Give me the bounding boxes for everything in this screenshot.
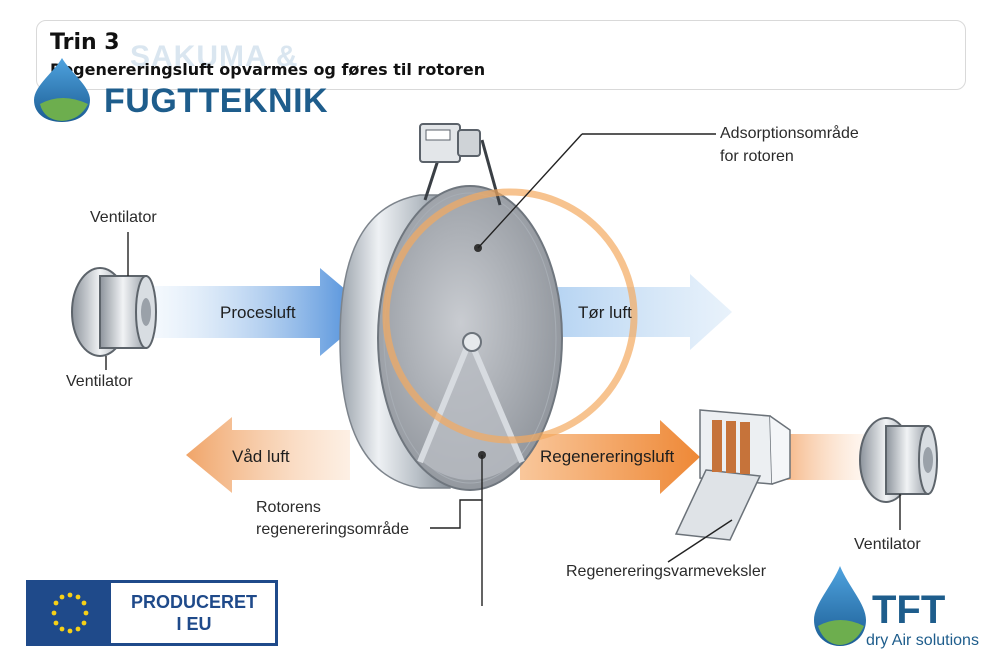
fugtteknik-logo-text: FUGTTEKNIK [104, 82, 329, 120]
eu-flag-icon [29, 583, 111, 643]
label-fan-left-bottom: Ventilator [66, 373, 133, 390]
tft-logo-tagline: dry Air solutions [866, 632, 979, 649]
tft-logo-name: TFT [872, 588, 946, 632]
label-regen-zone-2: regenereringsområde [256, 520, 409, 538]
step-header-box [36, 20, 966, 90]
step-title: Trin 3 [50, 30, 120, 55]
label-regen-zone-1: Rotorens [256, 499, 321, 516]
adsorption-highlight-ring [382, 188, 638, 444]
label-fan-right: Ventilator [854, 536, 921, 553]
label-adsorption-1: Adsorptionsområde [720, 124, 859, 142]
fan-left [71, 267, 157, 357]
drive-motor [419, 123, 502, 206]
rotor-hub [462, 332, 482, 352]
tft-drop-logo [814, 566, 866, 646]
heat-exchanger [674, 409, 791, 541]
rotor-wheel [339, 185, 563, 491]
leader-lines [105, 133, 901, 606]
process-air-arrow [150, 268, 372, 356]
fugtteknik-drop-logo [34, 58, 90, 122]
brand-ghost-text: SAKUMA & [130, 40, 299, 73]
wet-air-arrow [186, 417, 350, 493]
label-adsorption-2: for rotoren [720, 148, 794, 165]
eu-badge-line1: PRODUCERET [130, 592, 257, 612]
label-wet-air: Våd luft [232, 447, 290, 466]
regen-air-arrow [520, 420, 700, 494]
label-heat-exchanger: Regenereringsvarmeveksler [566, 563, 767, 580]
eu-badge-text: PRODUCERET I EU [119, 591, 269, 635]
label-regen-air: Regenereringsluft [540, 447, 674, 466]
step-subtitle: Regenereringsluft opvarmes og føres til … [50, 60, 486, 79]
dry-air-arrow [520, 274, 732, 350]
eu-badge-line2: I EU [176, 614, 212, 634]
label-process-air: Procesluft [220, 303, 296, 322]
regen-sector [420, 340, 520, 480]
fan-right [859, 417, 938, 503]
eu-produced-badge: PRODUCERET I EU [26, 580, 278, 646]
label-dry-air: Tør luft [578, 303, 632, 322]
label-fan-top: Ventilator [90, 209, 157, 226]
